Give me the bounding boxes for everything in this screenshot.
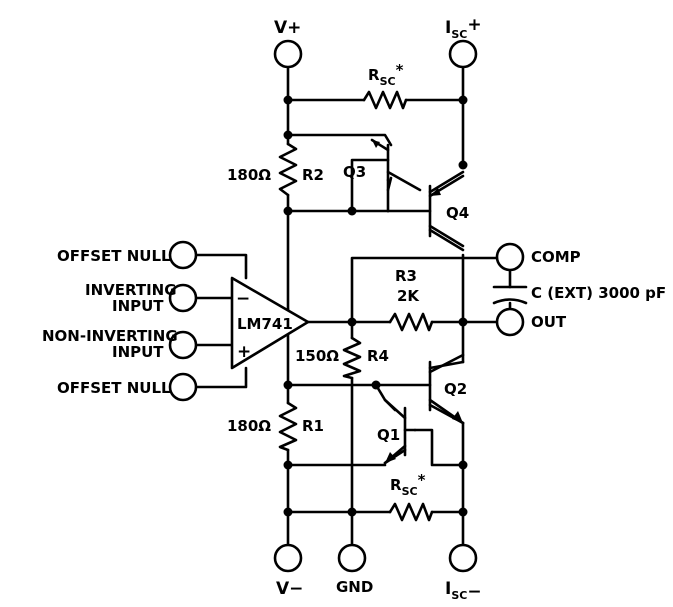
opamp-lm741 <box>230 276 310 370</box>
label-comp: COMP <box>531 248 581 266</box>
label-isc-minus-sign: − <box>467 582 481 602</box>
label-isc-minus: ISC− <box>445 579 482 602</box>
terminal-comp <box>495 242 525 272</box>
label-isc-minus-main: I <box>445 579 451 599</box>
labels: V+ ISC+ RSC* 180Ω R2 Q3 Q4 OFFSET NULL I… <box>42 15 666 602</box>
transistor-q1 <box>383 398 417 465</box>
label-rsc-bottom-sub: SC <box>402 485 418 498</box>
transistor-q3 <box>370 138 422 192</box>
label-isc-plus: ISC+ <box>445 15 482 41</box>
label-rsc-top-sub: SC <box>380 75 396 88</box>
label-offset-null-bottom: OFFSET NULL <box>57 379 171 397</box>
label-opamp-name: LM741 <box>237 315 293 333</box>
resistor-r2 <box>278 142 298 197</box>
label-cap: C (EXT) 3000 pF <box>531 284 666 302</box>
label-q3: Q3 <box>343 163 366 181</box>
terminal-offset-null-bottom <box>168 372 198 402</box>
capacitor-cext <box>492 285 528 305</box>
label-vplus: V+ <box>274 18 301 38</box>
label-r3-name: R3 <box>395 267 417 285</box>
label-out: OUT <box>531 313 567 331</box>
terminals <box>168 39 525 573</box>
terminal-vminus <box>273 543 303 573</box>
terminal-out <box>495 307 525 337</box>
resistor-r3 <box>388 312 434 332</box>
label-rsc-bottom: RSC* <box>390 471 426 498</box>
label-rsc-top: RSC* <box>368 61 404 88</box>
label-r1-name: R1 <box>302 417 324 435</box>
label-r3-value: 2K <box>397 287 420 305</box>
label-rsc-bottom-main: R <box>390 476 402 494</box>
label-offset-null-top: OFFSET NULL <box>57 247 171 265</box>
resistor-r1 <box>278 401 298 452</box>
label-q4: Q4 <box>446 204 469 222</box>
resistor-r4 <box>342 336 362 380</box>
label-r1-value: 180Ω <box>227 417 271 435</box>
label-rsc-top-star: * <box>396 61 404 79</box>
terminal-isc-plus <box>448 39 478 69</box>
label-r4-name: R4 <box>367 347 389 365</box>
label-rsc-bottom-star: * <box>418 471 426 489</box>
label-q2: Q2 <box>444 380 467 398</box>
label-r4-value: 150Ω <box>295 347 339 365</box>
label-isc-minus-sub: SC <box>451 589 467 602</box>
label-inverting-1: INVERTING <box>85 281 177 299</box>
transistor-q4 <box>428 174 465 248</box>
resistors <box>278 90 434 522</box>
label-q1: Q1 <box>377 426 400 444</box>
label-noninverting-2: INPUT <box>112 343 164 361</box>
label-rsc-top-main: R <box>368 66 380 84</box>
label-r2-value: 180Ω <box>227 166 271 184</box>
transistor-q2 <box>428 353 465 425</box>
terminal-vplus <box>273 39 303 69</box>
label-isc-plus-sub: SC <box>451 28 467 41</box>
label-isc-plus-main: I <box>445 18 451 38</box>
label-vminus: V− <box>276 579 303 599</box>
resistor-rsc-bottom <box>388 502 434 522</box>
terminal-offset-null-top <box>168 240 198 270</box>
terminal-isc-minus <box>448 543 478 573</box>
label-noninverting-1: NON-INVERTING <box>42 327 178 345</box>
terminal-noninverting-input <box>168 330 198 360</box>
terminal-gnd <box>337 543 367 573</box>
label-r2-name: R2 <box>302 166 324 184</box>
label-opamp-plus: + <box>237 342 251 362</box>
label-gnd: GND <box>336 578 373 596</box>
label-opamp-minus: − <box>236 289 250 309</box>
terminal-inverting-input <box>168 283 198 313</box>
label-isc-plus-sign: + <box>467 15 481 35</box>
junction-dots <box>283 95 468 517</box>
resistor-rsc-top <box>362 90 408 110</box>
label-inverting-2: INPUT <box>112 297 164 315</box>
